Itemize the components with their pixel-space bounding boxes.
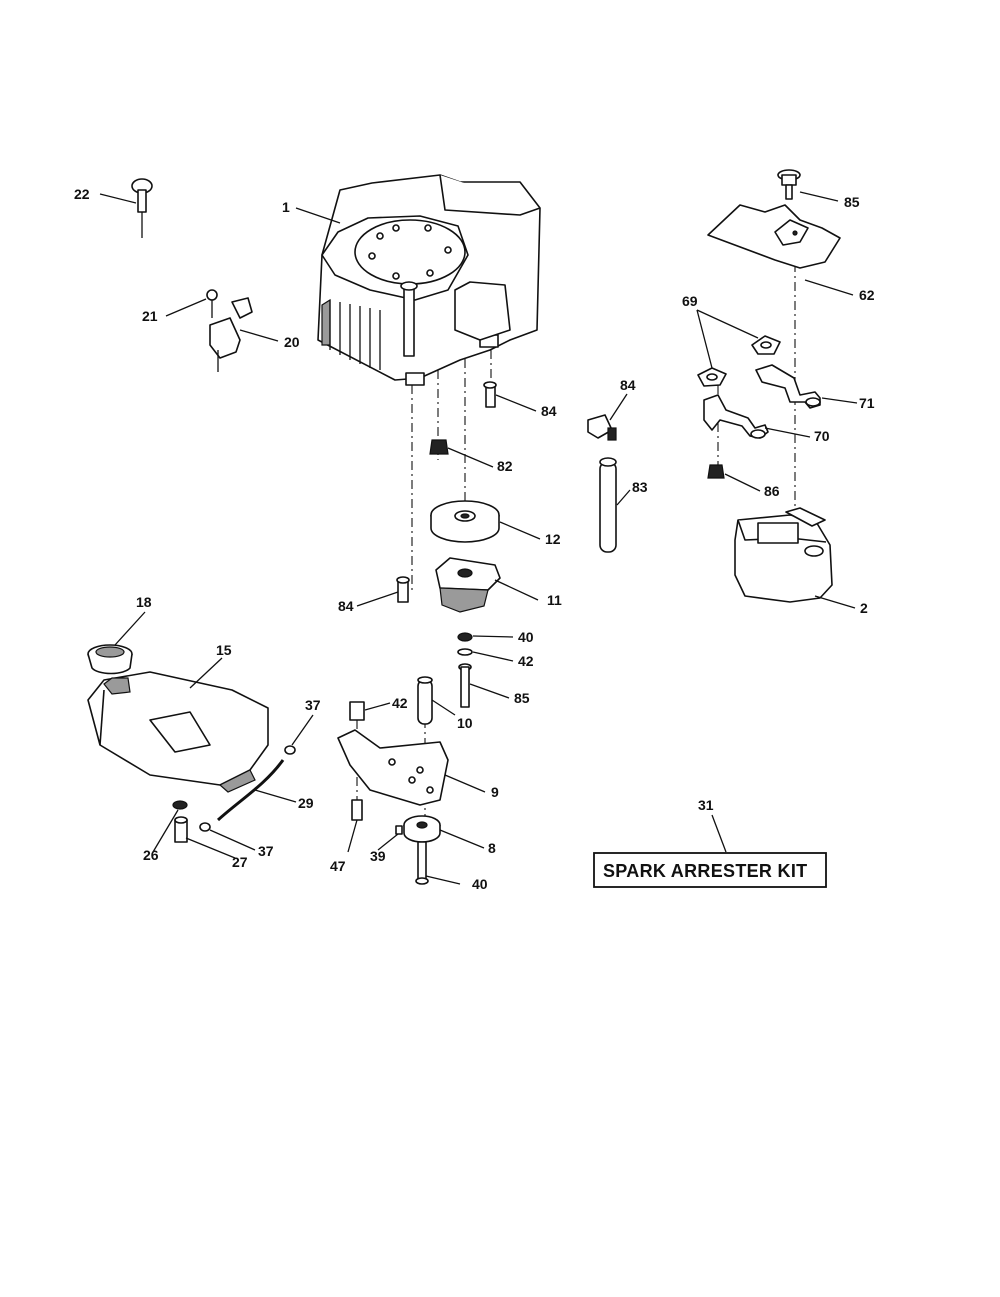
callout-1: 1 (282, 199, 290, 215)
washer-42 (457, 648, 473, 656)
callout-37-lower: 37 (258, 843, 274, 859)
callout-41: 40 (518, 629, 534, 645)
callout-26: 26 (143, 847, 159, 863)
cooling-fins (329, 300, 381, 370)
callout-9: 9 (491, 784, 499, 800)
exhaust-pipe-70 (703, 394, 769, 439)
fuel-cap-18 (87, 644, 133, 675)
bolt-85 (458, 663, 472, 708)
idler-bracket-9 (337, 729, 449, 806)
callout-27: 27 (232, 854, 248, 870)
leader-lines (99, 191, 858, 885)
muffler (734, 507, 833, 603)
callout-11: 11 (547, 592, 562, 608)
nut-86 (707, 464, 725, 479)
callout-29: 31 (698, 797, 714, 813)
washer-41 (457, 632, 473, 642)
spark-arrester-kit-label: SPARK ARRESTER KIT (603, 861, 807, 881)
idler-pulley-8 (403, 815, 441, 843)
callout-21: 21 (142, 308, 158, 324)
nut-80 (429, 439, 449, 455)
callout-31: 39 (370, 848, 386, 864)
gaskets-69 (697, 335, 781, 387)
fuel-hose-28 (216, 759, 285, 822)
callout-84-lower: 84 (338, 598, 354, 614)
callout-39: 47 (330, 858, 346, 874)
clamp-37-upper (284, 745, 296, 755)
callout-69: 69 (682, 293, 698, 309)
spacer-47 (349, 701, 365, 721)
callout-62: 62 (859, 287, 875, 303)
callout-15: 15 (216, 642, 232, 658)
callout-8: 8 (488, 840, 496, 856)
bolt-40 (415, 841, 429, 885)
fuel-tank-15 (87, 671, 269, 793)
callout-84-upper: 84 (541, 403, 557, 419)
callout-83: 85 (844, 194, 860, 210)
callout-80: 82 (497, 458, 513, 474)
bracket-20 (209, 297, 253, 372)
exhaust-pipe-71 (755, 364, 821, 409)
callout-37-upper: 37 (305, 697, 321, 713)
clamp-37-lower (199, 822, 211, 832)
callout-47: 42 (392, 695, 408, 711)
callout-28: 29 (298, 795, 314, 811)
spark-arrester-kit-box: SPARK ARRESTER KIT (593, 852, 827, 888)
bolt-39 (351, 799, 363, 821)
screw-31 (395, 825, 403, 835)
valve-27 (174, 816, 188, 843)
fuel-line-81 (599, 457, 617, 553)
callout-20: 20 (284, 334, 300, 350)
callout-22: 22 (74, 186, 90, 202)
callout-labels: 22 1 21 20 85 62 69 71 70 86 2 84 83 84 … (74, 186, 875, 892)
callout-86: 86 (764, 483, 780, 499)
screw-84-lower (396, 576, 410, 603)
fuel-fitting-82 (587, 414, 617, 441)
electric-clutch-11 (435, 557, 501, 613)
heat-shield (707, 204, 841, 269)
screw-22 (131, 178, 153, 238)
screw-21 (206, 289, 218, 318)
spacer-10 (417, 676, 433, 725)
engine-block (317, 174, 541, 386)
bushing-26 (172, 800, 188, 810)
screw-83 (777, 169, 801, 200)
callout-2: 2 (860, 600, 868, 616)
callout-12: 12 (545, 531, 561, 547)
callout-81: 83 (632, 479, 648, 495)
pulley-12 (430, 500, 500, 543)
screw-84-upper (483, 381, 497, 408)
callout-70: 70 (814, 428, 830, 444)
callout-42: 42 (518, 653, 534, 669)
callout-10: 10 (457, 715, 473, 731)
callout-82: 84 (620, 377, 636, 393)
callout-71: 71 (859, 395, 875, 411)
callout-40: 40 (472, 876, 488, 892)
callout-85: 85 (514, 690, 530, 706)
callout-18: 18 (136, 594, 152, 610)
